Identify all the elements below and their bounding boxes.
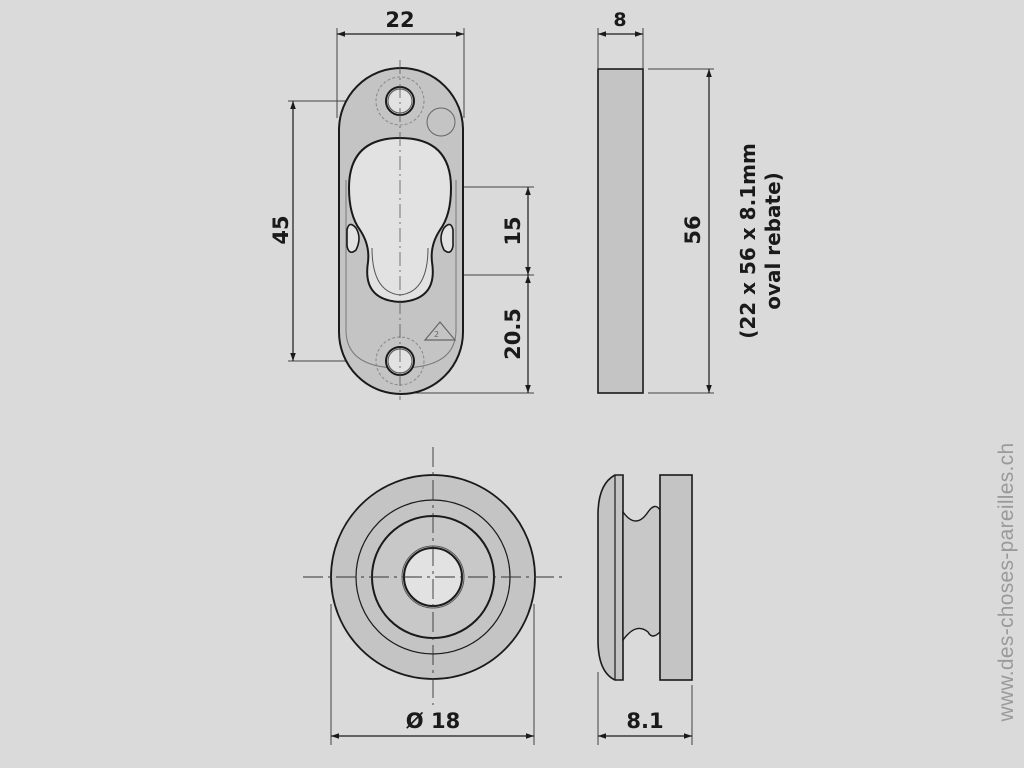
rebate-note-line1: (22 x 56 x 8.1mm bbox=[736, 143, 760, 339]
dimension-offset-20-5: 20.5 bbox=[501, 275, 531, 393]
dimension-hole-spacing-45: 45 bbox=[269, 101, 296, 361]
rebate-note-line2: oval rebate) bbox=[761, 172, 785, 310]
dimension-label-56: 56 bbox=[681, 215, 705, 244]
dimension-height-56: 56 (22 x 56 x 8.1mm oval rebate) bbox=[681, 69, 785, 393]
dimension-label-8-1: 8.1 bbox=[626, 709, 663, 733]
svg-text:2: 2 bbox=[434, 330, 439, 339]
side-view-escutcheon bbox=[597, 28, 714, 394]
dimension-label-15: 15 bbox=[501, 216, 525, 245]
dimension-label-8: 8 bbox=[613, 9, 626, 31]
dimension-thickness-8-1: 8.1 bbox=[598, 709, 692, 739]
watermark-text: www.des-choses-pareilles.ch bbox=[995, 442, 1018, 722]
dimension-width-22: 22 bbox=[337, 8, 464, 37]
dimension-diameter-18: Ø 18 bbox=[331, 709, 534, 739]
dimension-label-45: 45 bbox=[269, 215, 293, 244]
rosette-side-view bbox=[597, 474, 693, 745]
front-view-escutcheon: 2 bbox=[288, 28, 534, 400]
rosette-front-view bbox=[303, 447, 563, 745]
watermark: www.des-choses-pareilles.ch bbox=[994, 402, 1020, 762]
dimension-label-diameter-18: Ø 18 bbox=[406, 709, 460, 733]
dimension-label-20-5: 20.5 bbox=[501, 308, 525, 360]
dimension-thickness-8: 8 bbox=[598, 9, 643, 37]
dimension-label-22: 22 bbox=[385, 8, 414, 32]
dimension-slot-15: 15 bbox=[501, 187, 531, 275]
